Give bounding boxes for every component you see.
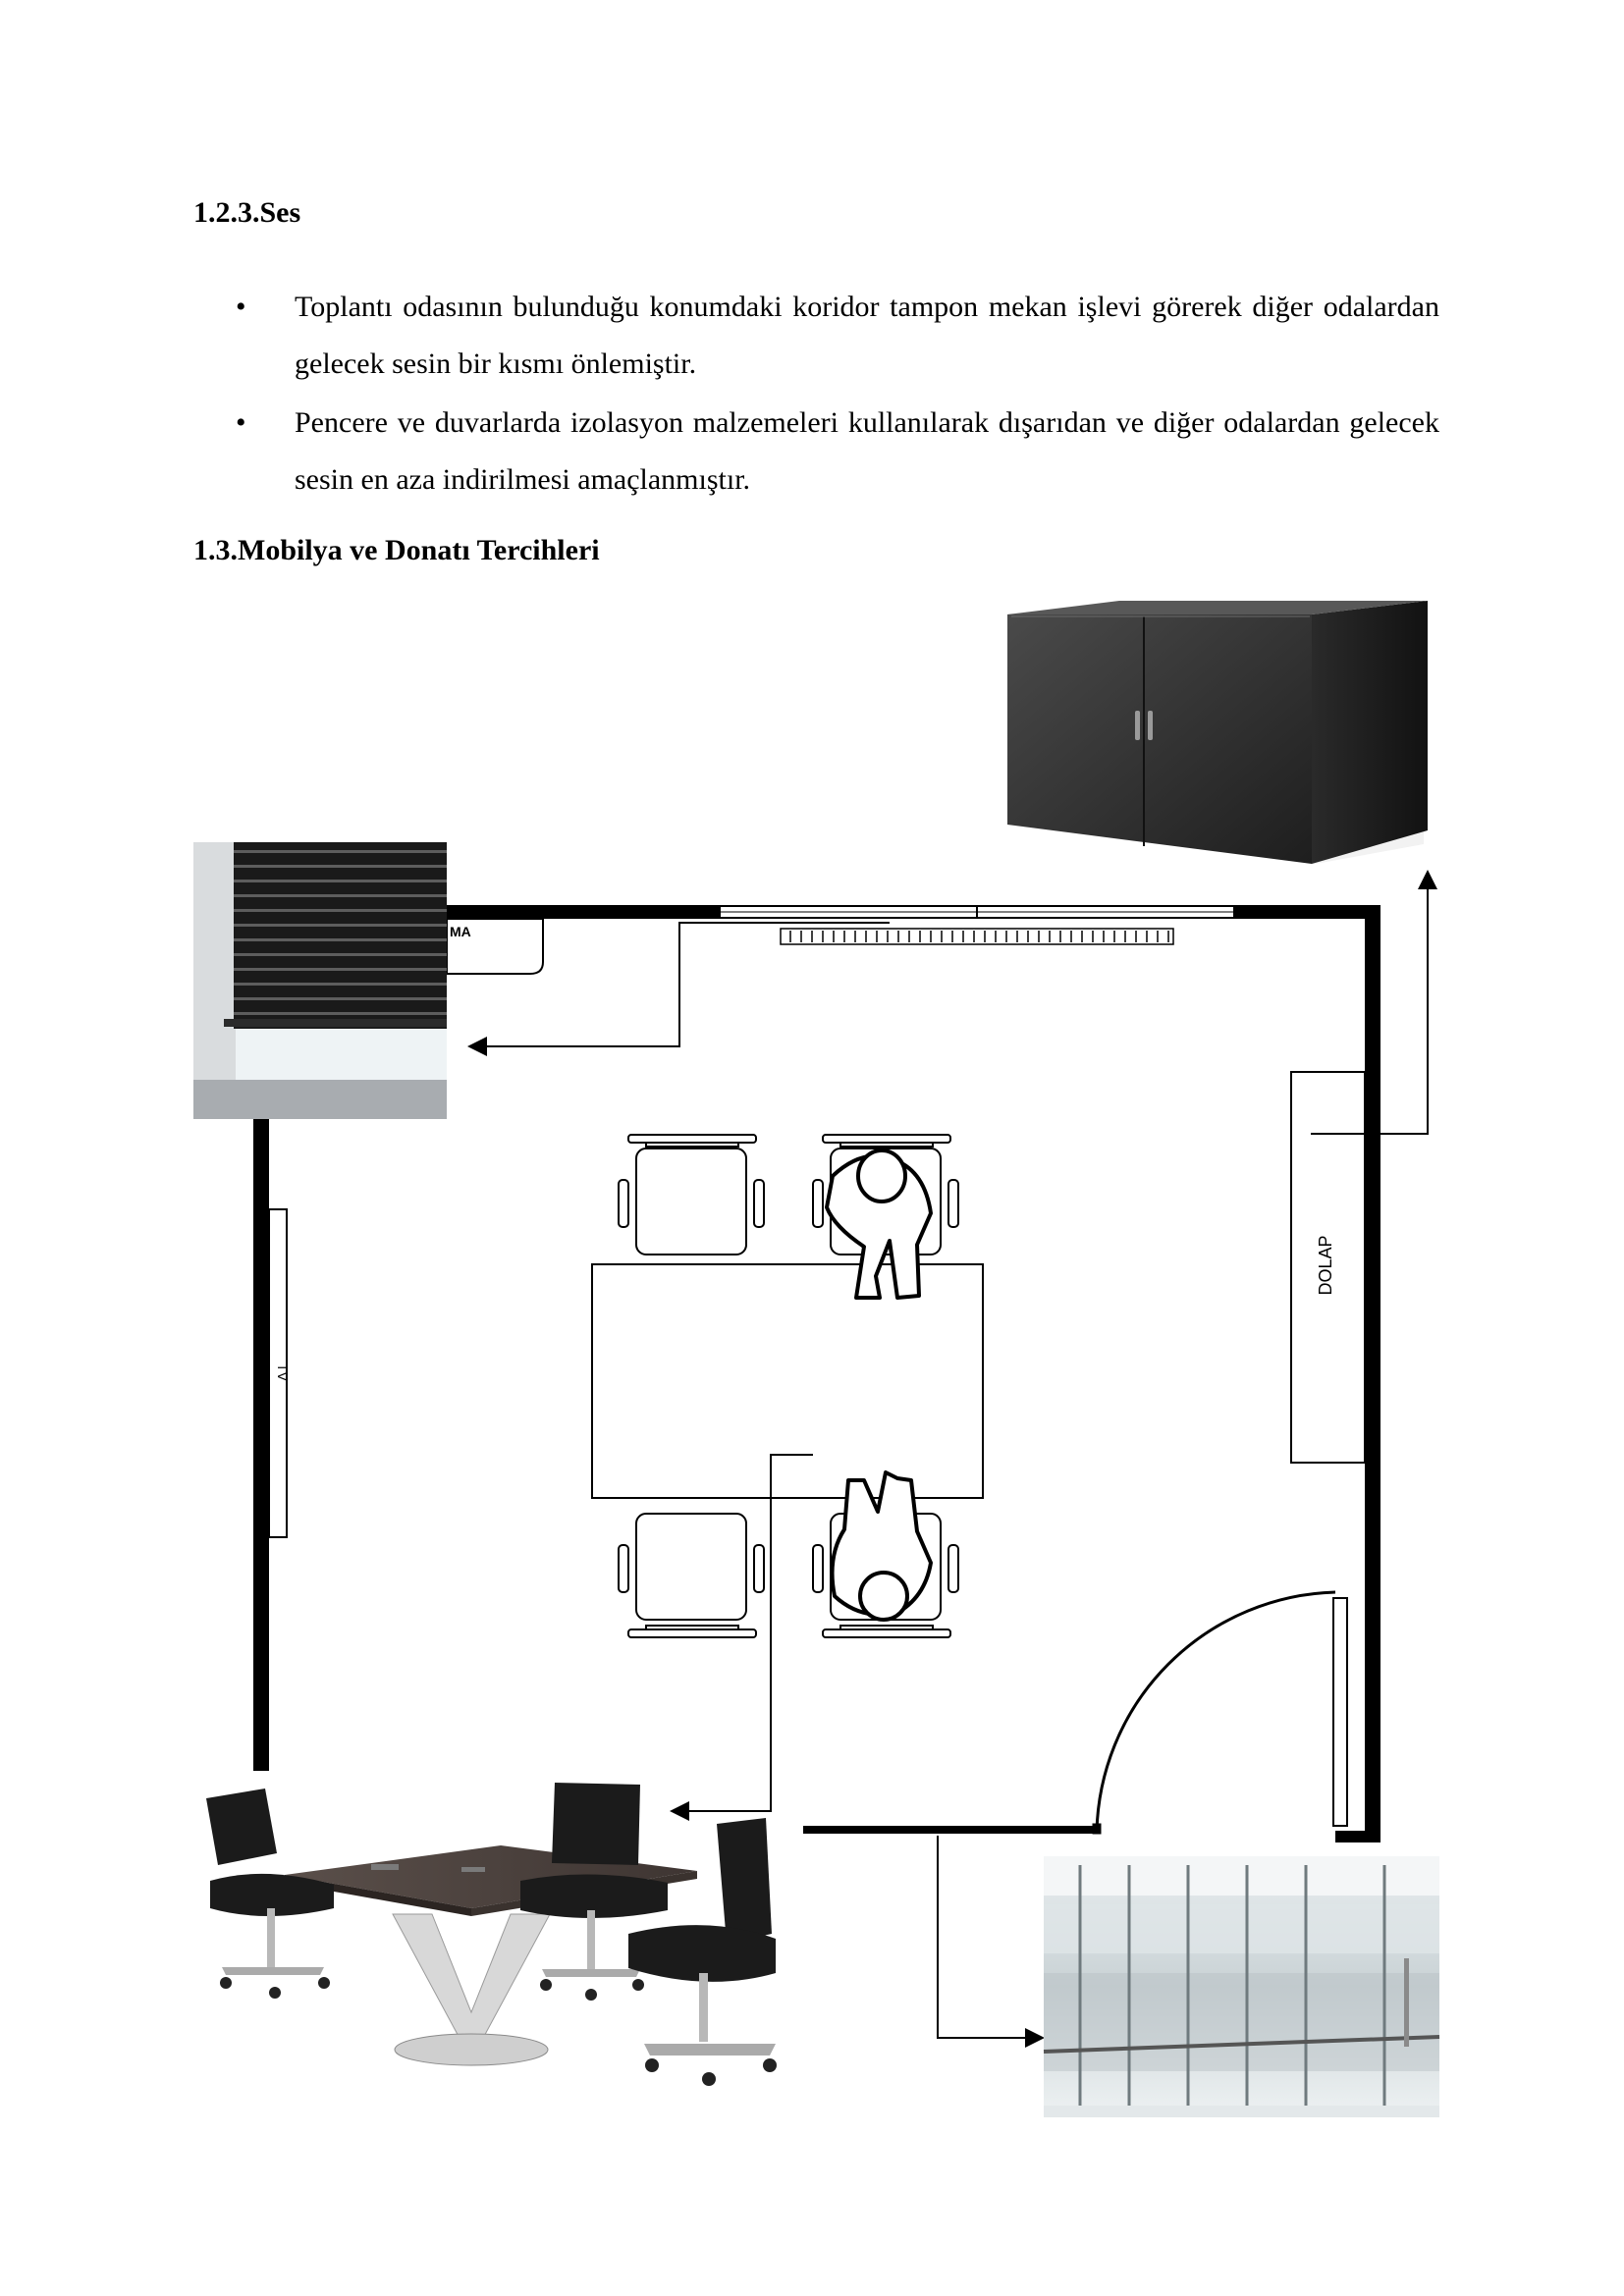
tv-unit: TV [268,1208,291,1538]
bullet-item-insulation: Pencere ve duvarlarda izolasyon malzemel… [236,395,1439,508]
bullet-item-corridor: Toplantı odasının bulunduğu konumdaki ko… [236,279,1439,393]
cabinet-photo [1007,601,1428,864]
leader-lines [467,870,1437,2048]
radiator [780,928,1174,945]
chair-plan [618,1134,765,1255]
bullet-list: Toplantı odasının bulunduğu konumdaki ko… [236,279,1439,393]
glass-partition-photo [1043,1856,1440,2117]
door-swing [1092,1590,1348,1835]
tv-label: TV [275,1363,291,1382]
person-top-plan [825,1148,933,1300]
room-walls [253,905,1380,1842]
cabinet-label: DOLAP [1316,1235,1335,1295]
section-heading-furniture: 1.3.Mobilya ve Donatı Tercihleri [193,534,600,566]
section-heading-sound: 1.2.3.Ses [193,196,301,229]
table-plan [591,1263,984,1499]
ac-label: MA [450,924,471,939]
bullet-list: Pencere ve duvarlarda izolasyon malzemel… [236,395,1439,508]
blinds-photo [193,842,447,1119]
cabinet-plan: DOLAP [1290,1071,1366,1464]
meeting-table-photo [206,1783,777,2086]
top-window [719,905,1235,919]
air-conditioner-unit: MA [446,918,544,975]
person-bottom-plan [830,1470,933,1622]
chair-plan [618,1513,765,1638]
